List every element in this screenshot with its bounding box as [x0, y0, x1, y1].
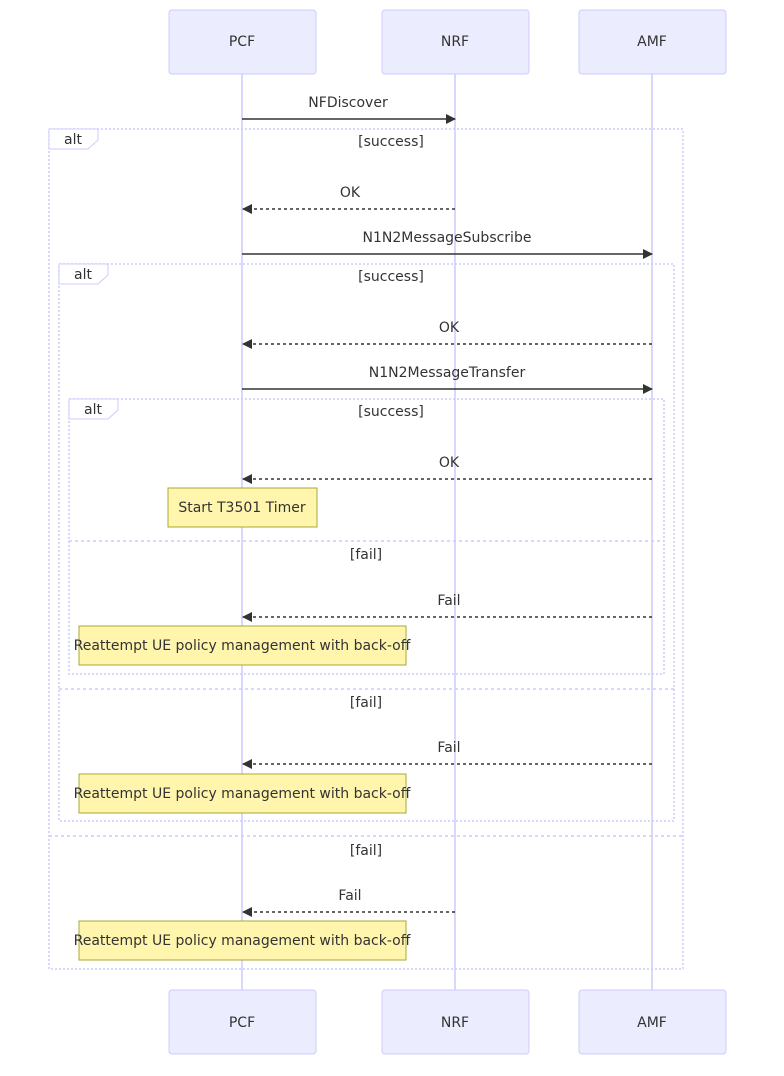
message-nfdiscover-label: NFDiscover	[308, 95, 388, 111]
actor-bottom-nrf: NRF	[381, 989, 530, 1055]
alt-frame-middle-condition-success: [success]	[358, 269, 424, 285]
note-reattempt-inner-text: Reattempt UE policy management with back…	[74, 638, 411, 654]
actor-top-pcf: PCF	[168, 9, 317, 75]
note-reattempt-middle: Reattempt UE policy management with back…	[74, 773, 411, 814]
actor-bottom-pcf-label: PCF	[229, 1015, 255, 1031]
message-transfer-fail-label: Fail	[437, 593, 460, 609]
alt-frame-middle: alt [success] [fail]	[58, 263, 675, 822]
note-start-timer-text: Start T3501 Timer	[178, 500, 306, 516]
note-reattempt-outer: Reattempt UE policy management with back…	[74, 920, 411, 961]
message-transfer-fail: Fail	[242, 593, 652, 622]
alt-frame-outer-condition-success: [success]	[358, 134, 424, 150]
actor-bottom-amf: AMF	[578, 989, 727, 1055]
note-reattempt-outer-text: Reattempt UE policy management with back…	[74, 933, 411, 949]
actor-top-amf-label: AMF	[637, 34, 667, 50]
message-subscribe-fail-label: Fail	[437, 740, 460, 756]
alt-frame-inner-condition-success: [success]	[358, 404, 424, 420]
actor-top-pcf-label: PCF	[229, 34, 255, 50]
note-reattempt-inner: Reattempt UE policy management with back…	[74, 625, 411, 666]
actor-top-nrf-label: NRF	[441, 34, 469, 50]
alt-frame-middle-keyword: alt	[74, 267, 92, 283]
alt-frame-inner-keyword: alt	[84, 402, 102, 418]
alt-frame-outer: alt [success] [fail]	[48, 128, 684, 970]
message-nfdiscover: NFDiscover	[242, 95, 456, 124]
actor-bottom-pcf: PCF	[168, 989, 317, 1055]
actor-top-amf: AMF	[578, 9, 727, 75]
alt-frame-outer-keyword: alt	[64, 132, 82, 148]
message-transfer-ok: OK	[242, 455, 652, 484]
alt-frame-outer-condition-fail: [fail]	[350, 843, 382, 859]
message-subscribe: N1N2MessageSubscribe	[242, 230, 653, 259]
note-start-timer: Start T3501 Timer	[167, 487, 318, 528]
message-subscribe-ok: OK	[242, 320, 652, 349]
note-reattempt-middle-text: Reattempt UE policy management with back…	[74, 786, 411, 802]
message-subscribe-ok-label: OK	[439, 320, 460, 336]
actor-bottom-nrf-label: NRF	[441, 1015, 469, 1031]
actor-bottom-amf-label: AMF	[637, 1015, 667, 1031]
message-transfer-ok-label: OK	[439, 455, 460, 471]
message-nrf-ok-label: OK	[340, 185, 361, 201]
alt-frame-middle-condition-fail: [fail]	[350, 695, 382, 711]
alt-frame-inner: alt [success] [fail]	[68, 398, 665, 675]
message-discover-fail: Fail	[242, 888, 455, 917]
message-transfer: N1N2MessageTransfer	[242, 365, 653, 394]
message-nrf-ok: OK	[242, 185, 455, 214]
message-discover-fail-label: Fail	[338, 888, 361, 904]
actor-top-nrf: NRF	[381, 9, 530, 75]
alt-frame-inner-condition-fail: [fail]	[350, 547, 382, 563]
message-subscribe-fail: Fail	[242, 740, 652, 769]
message-transfer-label: N1N2MessageTransfer	[369, 365, 526, 381]
message-subscribe-label: N1N2MessageSubscribe	[363, 230, 532, 246]
